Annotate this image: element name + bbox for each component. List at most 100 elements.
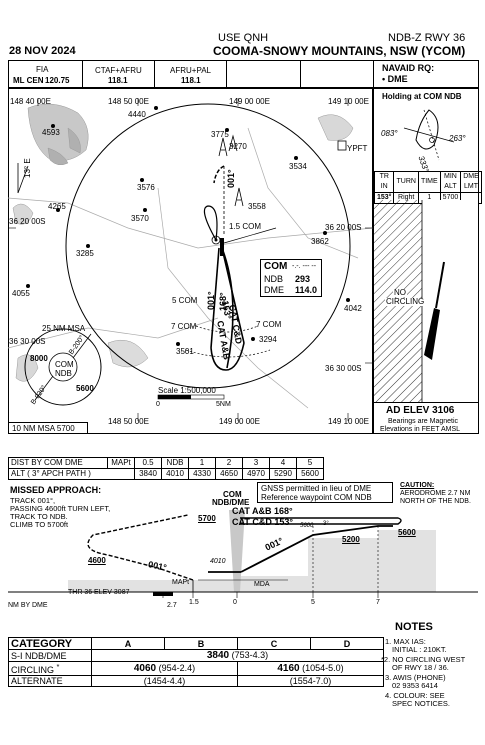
fia-label: FIA [36,65,49,74]
note-3: 3. AWIS (PHONE) [385,673,446,682]
lat-36-30-right: 36 30 00S [325,364,362,373]
ctaf-frequency: 118.1 [108,76,128,85]
profile-x-1-5: 1.5 [189,599,199,606]
minima-circling-cd-paren: (1054-5.0) [302,663,344,673]
holding-th-turn: TURN [393,171,419,193]
minima-category-label: CATEGORY [8,637,92,650]
elevation-note: Elevations in FEET AMSL [380,426,461,433]
profile-alt-4600: 4600 [88,556,106,565]
aerodrome-sketch [374,200,478,402]
lon-149-10: 149 10 00E [328,97,369,106]
minima-circling-cell: CIRCLING * [8,661,92,676]
minima-circling-ab: 4060 (954-2.4) [91,661,238,676]
afru-frequency: 118.1 [181,76,201,85]
terrain-shading [12,103,354,382]
minima-table: CATEGORY A B C D S-I NDB/DME 3840 (753-4… [8,637,384,687]
dist-4: 4 [269,457,297,469]
dme-circle [65,103,351,389]
minima-cat-c: C [237,637,311,650]
missed-line-3: TRACK TO NDB. [10,512,68,521]
dist-3: 3 [242,457,270,469]
plan-view-map [8,98,373,421]
dme-7-com-left: 7 COM [171,322,197,331]
scale-5nm: 5NM [216,401,231,408]
com-ndb-label: NDB [264,274,284,284]
com-navaid-box [260,259,322,297]
msa-sector-5600: 5600 [76,384,94,393]
elev-4593: 4593 [42,128,60,137]
elev-4042: 4042 [344,304,362,313]
dme-5-com: 5 COM [172,296,198,305]
note-2b: OF RWY 18 / 36. [392,663,449,672]
com-ndb-frequency: 293 [295,274,311,284]
missed-line-1: TRACK 001°, [10,496,56,505]
note-4: 4. COLOUR: SEE [385,691,445,700]
minima-circling-cd-value: 4160 [277,663,300,674]
holding-title: Holding at COM NDB [382,92,462,101]
caution-title: CAUTION: [400,482,435,489]
msa-10nm: 10 NM MSA 5700 [12,424,75,433]
afru-label: AFRU+PAL [170,66,211,75]
minima-si-paren: (753-4.3) [231,650,269,660]
lat-36-30-left: 36 30 00S [9,337,46,346]
obstacle-masts [218,134,244,207]
elev-3534: 3534 [289,162,307,171]
holding-th-dmelmt: DME LMT [460,171,482,193]
holding-diagram [403,109,455,161]
missed-line-2: PASSING 4600ft TURN LEFT, [10,504,111,513]
dist-5: 5 [296,457,324,469]
dist-2: 2 [215,457,243,469]
elev-3270: 3270 [229,142,247,151]
holding-panel [373,88,479,434]
msa-title: 25 NM MSA [42,324,86,333]
elev-3862: 3862 [311,237,329,246]
profile-alt-5200: 5200 [342,535,360,544]
elev-3775: 3775 [211,130,229,139]
frequency-strip [8,60,479,88]
holding-th-minalt: MIN ALT [439,171,462,193]
gnss-note-box [257,482,393,503]
elev-3285: 3285 [76,249,94,258]
com-ident: COM [264,261,288,272]
profile-threshold: THR 36 ELEV 3087 [68,589,130,596]
minima-alternate-label: ALTERNATE [8,675,92,687]
profile-alt-5700: 5700 [198,514,216,523]
com-morse: -.-. --- -- [292,263,317,270]
gnss-note-2: Reference waypoint COM NDB [261,493,372,502]
approach-legs [210,247,245,371]
com-dme-label: DME [264,285,284,295]
plan-view [8,88,373,434]
profile-alt-5600: 5600 [398,528,416,537]
profile-view [8,510,478,598]
notes-title: NOTES [395,621,433,633]
note-1: 1. MAX IAS: [385,637,426,646]
profile-x-7: 7 [376,599,380,606]
holding-th-trin: TR IN [373,171,395,193]
minima-alternate-ab: (1454-4.4) [91,675,238,687]
profile-x-5: 5 [311,599,315,606]
lon-148-50-bottom: 148 50 00E [108,417,149,426]
chart-date: 28 NOV 2024 [9,45,76,57]
dist-mapt: MAPt [107,457,135,469]
use-qnh: USE QNH [218,32,269,44]
spot-elevations [26,106,350,346]
elev-4440: 4440 [128,110,146,119]
note-1b: INITIAL : 210KT. [392,645,447,654]
procedure-title: NDB-Z RWY 36 [388,32,466,44]
elev-4265: 4265 [48,202,66,211]
scale-zero: 0 [156,401,160,408]
profile-alt-4010: 4010 [210,558,226,565]
no-circling-line2: CIRCLING [385,297,426,306]
profile-cat-cd: CAT C&D 153° [232,517,293,527]
graticule-ticks [8,98,373,421]
msa-sector-8000: 8000 [30,354,48,363]
alt-label: ALT ( 3° APCH PATH ) [8,468,135,480]
ypft-label: YPFT [347,144,368,153]
dist-1: 1 [188,457,216,469]
profile-3deg: 3° [323,521,329,527]
alt-ndb: 4010 [161,468,189,480]
dme-7-com-right: 7 COM [256,320,282,329]
alt-2: 4650 [215,468,243,480]
profile-mapt: MAPt [172,579,190,586]
lon-149-10-bottom: 149 10 00E [328,417,369,426]
